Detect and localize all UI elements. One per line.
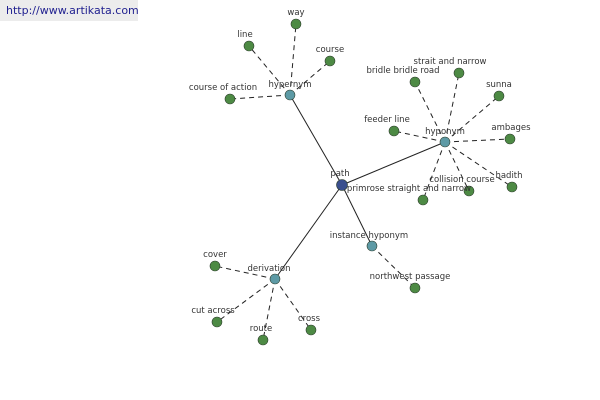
hub-node-hyponym[interactable] — [439, 136, 451, 148]
leaf-node-hadith[interactable] — [506, 181, 518, 193]
hub-node-derivation[interactable] — [269, 273, 281, 285]
edge-path-to-instance-hyponym — [341, 184, 373, 247]
leaf-label-ambages: ambages — [491, 123, 531, 133]
leaf-node-course[interactable] — [324, 55, 336, 67]
edge-hypernym-to-way — [289, 23, 297, 96]
edge-hyponym-to-collision-course — [444, 141, 470, 192]
leaf-node-northwest-passage[interactable] — [409, 282, 421, 294]
leaf-node-ambages[interactable] — [504, 133, 516, 145]
leaf-label-route: route — [250, 324, 272, 334]
leaf-node-route[interactable] — [257, 334, 269, 346]
edge-path-to-hypernym — [289, 94, 343, 186]
leaf-label-cut-across: cut across — [191, 306, 235, 316]
edge-path-to-hyponym — [341, 141, 446, 186]
hub-label-instance-hyponym: instance hyponym — [330, 231, 408, 241]
edge-derivation-to-route — [262, 278, 276, 341]
leaf-label-collision-course: collision course — [429, 175, 494, 185]
edge-hyponym-to-strait-and-narrow — [444, 72, 460, 143]
leaf-label-primrose-straight-and-narrow: primrose straight and narrow — [347, 184, 471, 194]
edge-hyponym-to-hadith — [444, 141, 513, 188]
label-layer: way line course course of action strait and … — [189, 8, 531, 334]
leaf-node-feeder-line[interactable] — [388, 125, 400, 137]
leaf-node-line[interactable] — [243, 40, 255, 52]
node-layer — [209, 18, 518, 346]
leaf-node-cross[interactable] — [305, 324, 317, 336]
hub-node-instance-hyponym[interactable] — [366, 240, 378, 252]
edge-hyponym-to-primrose-straight-and-narrow — [422, 141, 446, 201]
leaf-label-way: way — [287, 8, 304, 18]
leaf-node-cover[interactable] — [209, 260, 221, 272]
leaf-label-bridle-bridle-road: bridle bridle road — [367, 66, 440, 76]
hub-label-hypernym: hypernym — [268, 80, 311, 90]
leaf-label-cross: cross — [298, 314, 321, 324]
edge-derivation-to-cover — [214, 265, 276, 280]
leaf-node-strait-and-narrow[interactable] — [453, 67, 465, 79]
site-url-label[interactable]: http://www.artikata.com — [0, 0, 139, 21]
leaf-label-northwest-passage: northwest passage — [370, 272, 451, 282]
edge-instance-hyponym-to-northwest-passage — [371, 245, 416, 289]
leaf-node-collision-course[interactable] — [463, 185, 475, 197]
edge-derivation-to-cut-across — [216, 278, 276, 323]
leaf-node-sunna[interactable] — [493, 90, 505, 102]
leaf-label-course-of-action: course of action — [189, 83, 257, 93]
edge-hyponym-to-ambages — [444, 138, 511, 143]
leaf-node-primrose-straight-and-narrow[interactable] — [417, 194, 429, 206]
edge-path-to-derivation — [274, 184, 343, 280]
edge-hypernym-to-line — [248, 45, 291, 96]
center-node-path[interactable] — [336, 179, 348, 191]
leaf-label-line: line — [237, 30, 252, 40]
leaf-label-hadith: hadith — [495, 171, 522, 181]
edge-derivation-to-cross — [274, 278, 312, 331]
hub-node-hypernym[interactable] — [284, 89, 296, 101]
edge-hypernym-to-course-of-action — [229, 94, 291, 100]
leaf-node-cut-across[interactable] — [211, 316, 223, 328]
leaf-label-course: course — [316, 45, 344, 55]
leaf-label-cover: cover — [203, 250, 227, 260]
leaf-node-bridle-bridle-road[interactable] — [409, 76, 421, 88]
leaf-label-sunna: sunna — [486, 80, 512, 90]
hub-label-hyponym: hyponym — [425, 127, 465, 137]
edge-hyponym-to-sunna — [444, 95, 500, 143]
leaf-label-strait-and-narrow: strait and narrow — [414, 57, 487, 67]
hub-label-derivation: derivation — [247, 264, 290, 274]
center-label-path: path — [330, 169, 349, 179]
leaf-node-way[interactable] — [290, 18, 302, 30]
edge-layer — [214, 23, 513, 341]
leaf-label-feeder-line: feeder line — [364, 115, 410, 125]
edge-hyponym-to-bridle-bridle-road — [414, 81, 446, 143]
leaf-node-course-of-action[interactable] — [224, 93, 236, 105]
